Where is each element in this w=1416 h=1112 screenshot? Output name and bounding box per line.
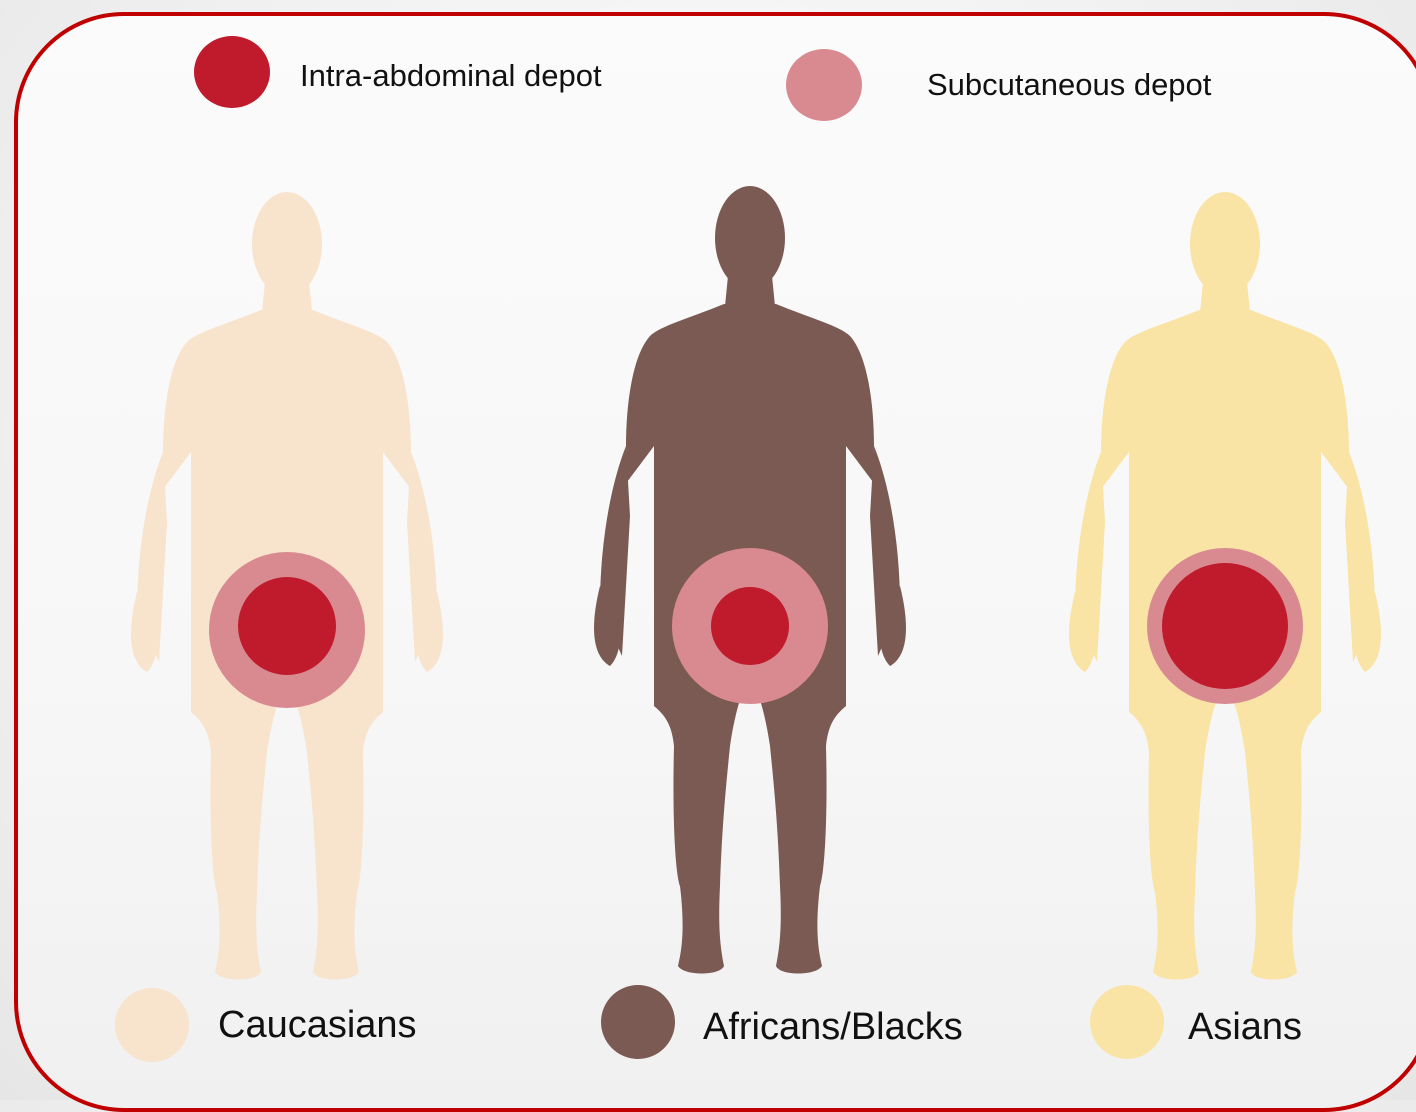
legend-intra-abdominal-swatch — [194, 36, 270, 108]
legend-subcutaneous-label: Subcutaneous depot — [927, 67, 1211, 103]
asian-intra-abdominal-circle — [1162, 563, 1288, 689]
african-label: Africans/Blacks — [703, 1006, 963, 1049]
african-swatch — [601, 985, 675, 1059]
asian-figure — [1069, 192, 1381, 980]
caucasian-intra-abdominal-circle — [238, 577, 336, 675]
african-intra-abdominal-circle — [711, 587, 789, 665]
caucasian-label: Caucasians — [218, 1004, 417, 1047]
caucasian-figure — [131, 192, 443, 980]
legend-intra-abdominal-label: Intra-abdominal depot — [300, 58, 602, 94]
asian-label: Asians — [1188, 1006, 1302, 1049]
african-figure — [594, 186, 906, 974]
caucasian-swatch — [115, 988, 189, 1062]
asian-swatch — [1090, 985, 1164, 1059]
legend-subcutaneous-swatch — [786, 49, 862, 121]
